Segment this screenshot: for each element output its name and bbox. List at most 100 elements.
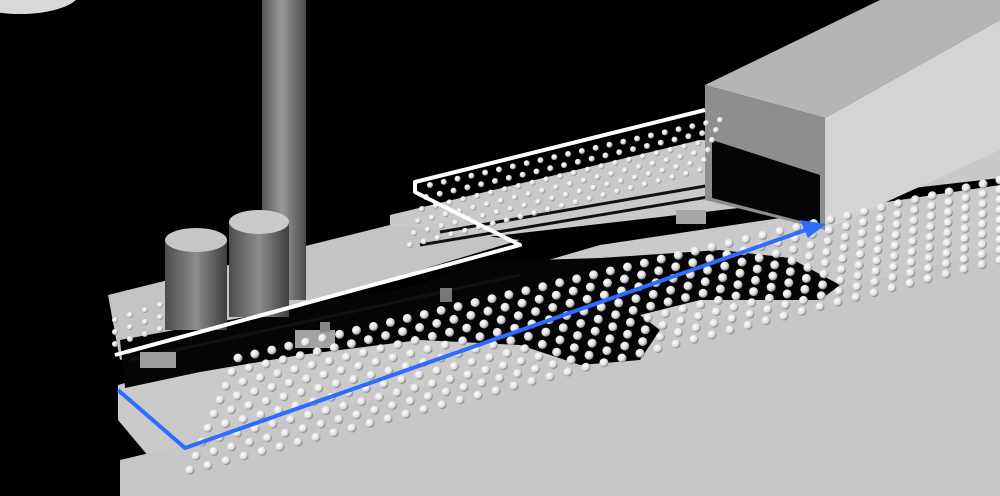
sphere bbox=[784, 278, 794, 288]
sphere bbox=[482, 169, 489, 176]
sphere bbox=[631, 294, 641, 304]
sphere bbox=[782, 289, 792, 299]
sphere bbox=[648, 289, 658, 299]
sphere bbox=[215, 395, 225, 405]
sphere bbox=[572, 274, 582, 284]
sphere bbox=[256, 410, 266, 420]
sphere bbox=[889, 251, 899, 261]
sphere bbox=[737, 257, 747, 267]
sphere bbox=[874, 235, 884, 245]
sphere bbox=[520, 344, 530, 354]
sphere bbox=[687, 160, 694, 167]
sphere bbox=[585, 282, 595, 292]
sphere bbox=[440, 178, 447, 185]
sphere bbox=[489, 220, 496, 227]
sphere bbox=[483, 306, 493, 316]
sphere bbox=[552, 347, 562, 357]
sphere bbox=[407, 242, 413, 248]
sphere bbox=[303, 410, 313, 420]
sphere bbox=[499, 361, 508, 371]
sphere bbox=[302, 374, 312, 384]
sphere bbox=[797, 306, 807, 316]
sphere bbox=[854, 260, 864, 270]
sphere bbox=[705, 147, 711, 153]
sphere bbox=[238, 414, 248, 424]
sphere bbox=[392, 388, 402, 398]
sphere bbox=[961, 193, 971, 203]
sphere bbox=[620, 341, 630, 351]
sphere bbox=[906, 257, 916, 267]
sphere bbox=[268, 419, 278, 429]
sphere bbox=[127, 312, 133, 318]
sphere bbox=[295, 351, 305, 361]
sphere bbox=[713, 127, 719, 133]
sphere bbox=[700, 277, 710, 287]
sphere bbox=[366, 370, 376, 380]
sphere bbox=[852, 282, 862, 292]
sphere bbox=[449, 361, 459, 371]
sphere bbox=[296, 387, 306, 397]
sphere bbox=[926, 222, 936, 232]
sphere bbox=[359, 348, 369, 358]
sphere bbox=[617, 353, 627, 363]
sphere bbox=[669, 174, 676, 181]
sphere bbox=[751, 275, 760, 285]
sphere bbox=[733, 280, 743, 290]
sphere bbox=[910, 195, 920, 205]
sphere bbox=[616, 149, 623, 156]
sphere bbox=[267, 345, 277, 355]
sphere bbox=[711, 307, 721, 317]
sphere bbox=[398, 327, 408, 337]
sphere bbox=[995, 195, 1000, 205]
sphere bbox=[410, 383, 420, 393]
sphere bbox=[539, 187, 546, 194]
sphere bbox=[656, 332, 665, 342]
sphere bbox=[509, 163, 516, 170]
sphere bbox=[819, 269, 829, 279]
sphere bbox=[485, 353, 495, 363]
sphere bbox=[978, 179, 988, 189]
sphere bbox=[239, 451, 249, 461]
sphere bbox=[142, 331, 148, 337]
sphere bbox=[352, 325, 361, 335]
sphere bbox=[741, 234, 751, 244]
sphere bbox=[925, 243, 935, 253]
sphere bbox=[626, 156, 633, 163]
sphere bbox=[558, 323, 568, 333]
sphere bbox=[685, 133, 692, 140]
sphere bbox=[428, 379, 437, 389]
sphere bbox=[995, 205, 1000, 215]
sphere bbox=[541, 327, 551, 337]
sphere bbox=[278, 355, 288, 365]
sphere bbox=[731, 291, 741, 301]
sphere bbox=[659, 167, 666, 174]
sphere bbox=[221, 456, 231, 466]
sphere bbox=[434, 234, 441, 241]
storage-tanks bbox=[165, 210, 289, 330]
sphere bbox=[749, 287, 759, 297]
sphere bbox=[646, 301, 656, 311]
sphere bbox=[632, 174, 638, 181]
sphere bbox=[329, 428, 339, 438]
sphere bbox=[521, 202, 528, 209]
sphere bbox=[506, 336, 516, 346]
sphere bbox=[576, 188, 583, 195]
sphere bbox=[565, 151, 572, 157]
sphere bbox=[257, 446, 267, 456]
sphere bbox=[558, 202, 565, 209]
sphere bbox=[496, 315, 506, 325]
sphere bbox=[804, 251, 814, 261]
sphere bbox=[462, 323, 472, 333]
sphere bbox=[336, 365, 346, 375]
sphere bbox=[654, 266, 664, 276]
sphere bbox=[781, 300, 791, 310]
sphere bbox=[516, 356, 526, 366]
sphere bbox=[961, 183, 971, 193]
sphere bbox=[543, 176, 550, 183]
sphere bbox=[427, 182, 433, 188]
sphere bbox=[441, 387, 451, 397]
sphere bbox=[718, 273, 728, 283]
sphere bbox=[995, 255, 1000, 265]
sphere bbox=[419, 404, 429, 414]
sphere bbox=[599, 290, 609, 300]
